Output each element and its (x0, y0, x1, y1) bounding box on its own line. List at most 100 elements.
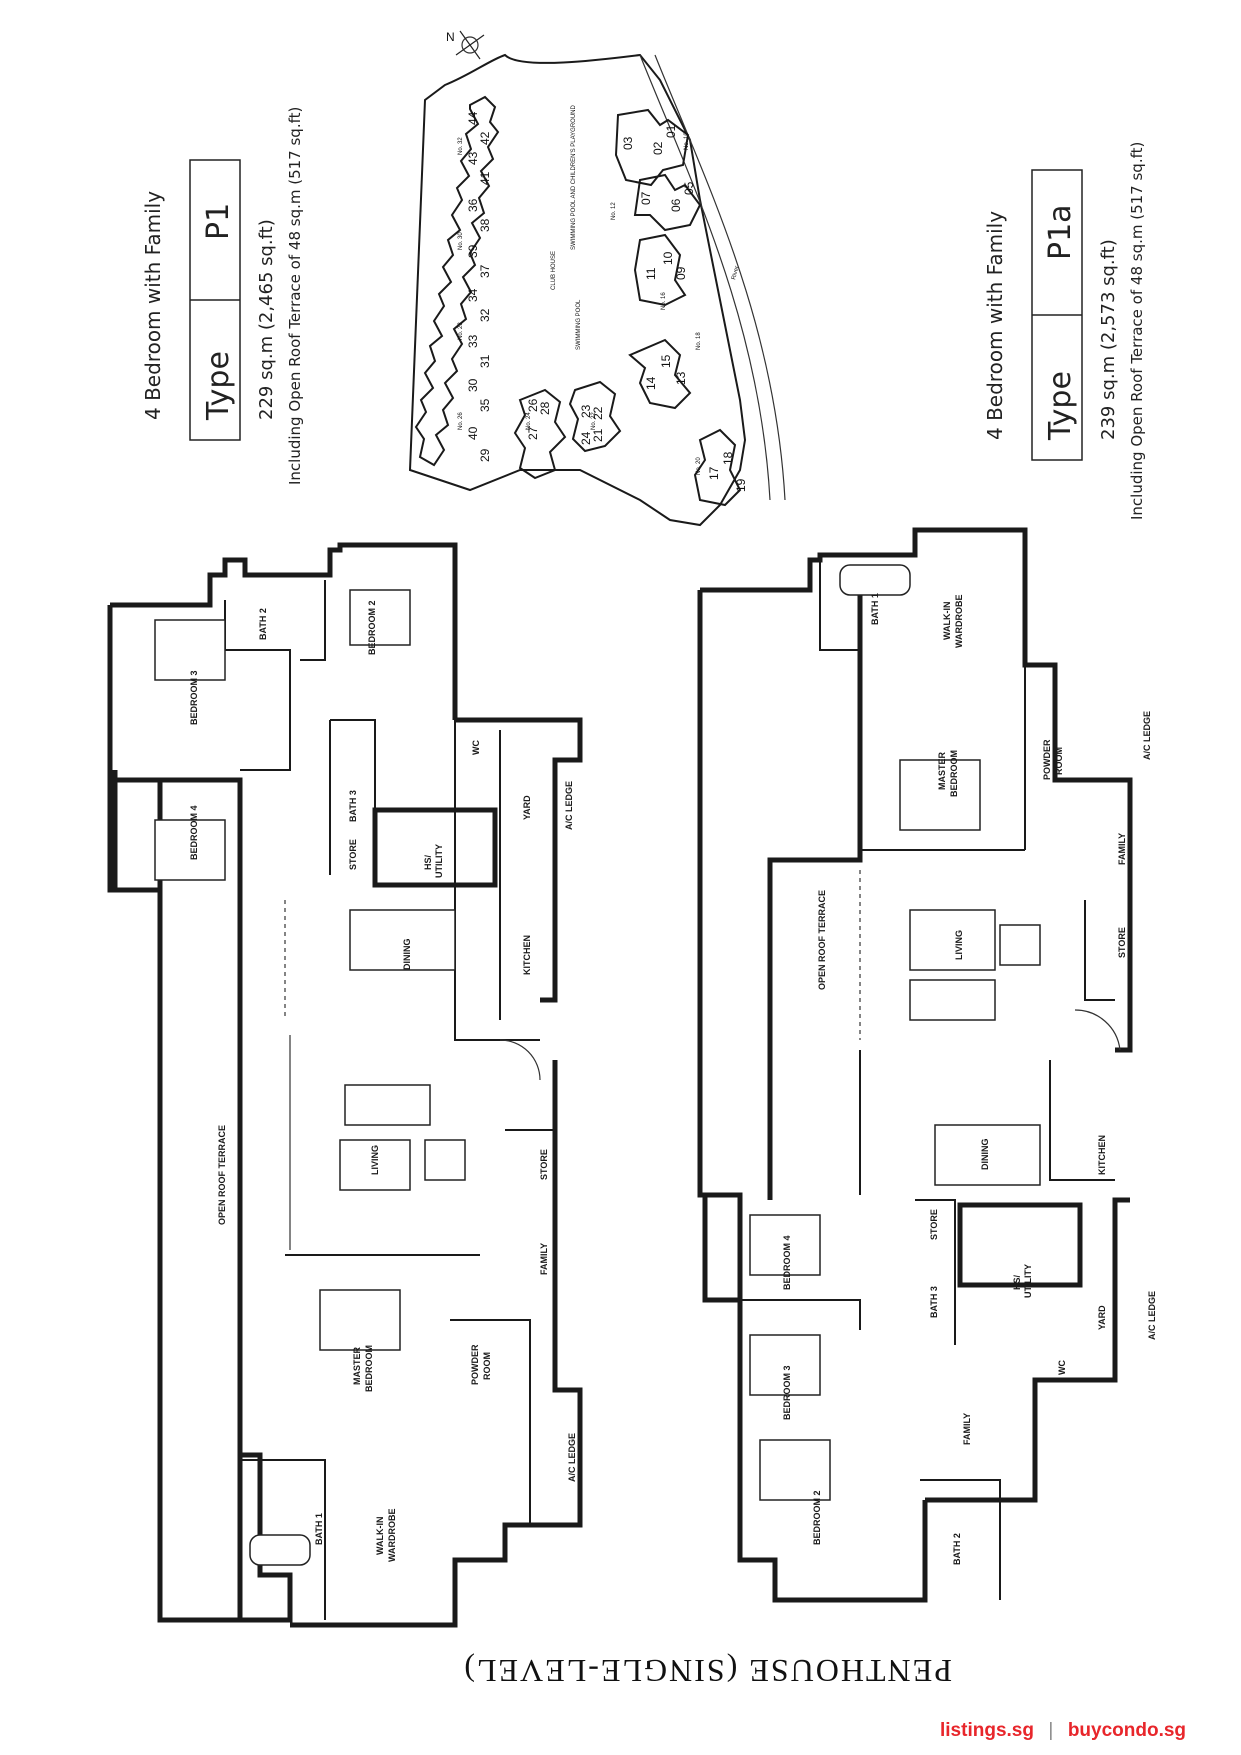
p1a-terrace-note: Including Open Roof Terrace of 48 sq.m (… (1128, 142, 1146, 520)
p1-bed2-wall (300, 580, 326, 661)
svg-text:15: 15 (659, 354, 673, 368)
p1a-type-value: P1a (1043, 204, 1078, 260)
svg-text:33: 33 (466, 334, 480, 348)
p1a-label-yard: YARD (1097, 1305, 1107, 1330)
block-numbers: 44 42 43 41 36 38 39 37 34 32 33 31 30 3… (466, 111, 748, 492)
p1a-label-master-a: MASTER (937, 752, 947, 791)
svg-text:40: 40 (466, 426, 480, 440)
svg-text:11: 11 (644, 267, 658, 280)
p1-bed3-bed (154, 619, 226, 681)
svg-text:19: 19 (734, 478, 748, 492)
p1a-label-powder-a: POWDER (1042, 739, 1052, 780)
svg-text:17: 17 (707, 466, 721, 480)
p1a-label-walkin-a: WALK-IN (942, 602, 952, 641)
p1-terrace-outline (115, 887, 240, 1623)
svg-text:No. 26: No. 26 (458, 412, 464, 430)
river-edge-1 (639, 54, 771, 501)
p1a-top-wall (700, 527, 1028, 593)
p1a-label-walkin-b: WARDROBE (954, 595, 964, 649)
p1a-label-dining: DINING (980, 1139, 990, 1171)
svg-text:23: 23 (579, 404, 593, 418)
svg-text:13: 13 (674, 371, 688, 385)
block-outlines (414, 95, 742, 507)
p1a-right-upper (1022, 555, 1133, 1053)
p1-terrace-note: Including Open Roof Terrace of 48 sq.m (… (286, 107, 304, 485)
p1-bed2-bed (349, 589, 411, 646)
svg-text:02: 02 (651, 141, 665, 155)
p1a-label-bedroom2: BEDROOM 2 (812, 1490, 822, 1545)
plan-p1a: BATH 1 WALK-IN WARDROBE MASTER BEDROOM P… (697, 527, 1157, 1603)
svg-text:18: 18 (721, 451, 735, 465)
p1-label-dining: DINING (402, 939, 412, 971)
p1a-label-living: LIVING (954, 930, 964, 960)
p1a-label-family: FAMILY (1117, 833, 1127, 865)
p1-label-walkin-a: WALK-IN (375, 1517, 385, 1556)
svg-text:42: 42 (478, 131, 492, 145)
p1a-label-bath2: BATH 2 (952, 1533, 962, 1565)
svg-text:38: 38 (478, 218, 492, 232)
p1-entry-door (499, 1039, 541, 1081)
p1a-label-kitchen: KITCHEN (1097, 1135, 1107, 1175)
p1-coffee-table (339, 1139, 411, 1191)
p1-powder-wall (450, 1319, 531, 1525)
p1-heading: 4 Bedroom with Family (141, 191, 165, 420)
p1-type-label: Type (201, 351, 236, 421)
p1a-dining-table (934, 1124, 1041, 1186)
river-label: River (731, 265, 740, 280)
p1a-label-bath3: BATH 3 (929, 1286, 939, 1318)
north-arrow-icon: N (446, 30, 485, 60)
svg-text:10: 10 (661, 251, 675, 265)
p1a-label-bedroom3: BEDROOM 3 (782, 1365, 792, 1420)
svg-text:05: 05 (682, 181, 696, 195)
brand-separator: | (1048, 1720, 1054, 1741)
site-plan: River N 44 42 43 41 36 38 39 37 3 (408, 30, 786, 527)
svg-text:29: 29 (478, 448, 492, 462)
svg-text:No. 28: No. 28 (458, 322, 464, 340)
p1-master-bed (319, 1289, 401, 1351)
svg-text:41: 41 (478, 171, 492, 185)
p1a-bed3-bed (749, 1334, 821, 1396)
p1-label-terrace: OPEN ROOF TERRACE (217, 1125, 227, 1225)
svg-text:31: 31 (478, 354, 492, 368)
p1-label-kitchen: KITCHEN (522, 935, 532, 975)
p1-right-lower (290, 1060, 583, 1628)
svg-text:No. 30: No. 30 (458, 232, 464, 250)
p1-bed4-bed (154, 819, 226, 881)
svg-text:21: 21 (591, 428, 605, 442)
p1-label-bath1: BATH 1 (314, 1513, 324, 1545)
brand-watermark: listings.sg | buycondo.sg (940, 1720, 1240, 1752)
p1-store-wall (505, 1129, 556, 1390)
p1a-label-bath1: BATH 1 (870, 593, 880, 625)
svg-text:32: 32 (478, 308, 492, 322)
p1a-bed-divider (740, 1299, 861, 1330)
p1-label-hs: HS/ (423, 854, 433, 870)
p1-label-master-b: BEDROOM (364, 1345, 374, 1392)
p1-label-bath2: BATH 2 (258, 608, 268, 640)
svg-text:27: 27 (526, 426, 540, 440)
svg-text:No. 22: No. 22 (591, 412, 597, 430)
p1-label-powder-a: POWDER (470, 1344, 480, 1385)
p1-header: 4 Bedroom with Family Type P1 229 sq.m (… (141, 107, 304, 485)
p1-armchair (424, 1139, 466, 1181)
svg-text:No. 20: No. 20 (696, 457, 702, 475)
p1a-label-master-b: BEDROOM (949, 750, 959, 797)
p1-bathtub (249, 1534, 311, 1566)
p1a-sofa (909, 979, 996, 1021)
p1-label-yard: YARD (522, 795, 532, 820)
p1a-label-store: STORE (1117, 927, 1127, 958)
p1-bath1-wall (240, 1459, 326, 1620)
svg-text:No. 18: No. 18 (696, 332, 702, 350)
north-label: N (446, 30, 455, 44)
p1-area: 229 sq.m (2,465 sq.ft) (256, 219, 277, 420)
p1a-label-store2: STORE (929, 1209, 939, 1240)
svg-text:No. 24: No. 24 (526, 412, 532, 430)
p1a-type-label: Type (1043, 371, 1078, 441)
p1-label-master-a: MASTER (352, 1347, 362, 1386)
p1a-utility-box (957, 1202, 1083, 1288)
p1-top-wall (110, 542, 458, 720)
p1-bed3-wall (240, 700, 291, 771)
p1-label-store: STORE (348, 839, 358, 870)
p1a-header: 4 Bedroom with Family Type P1a 239 sq.m … (983, 142, 1146, 520)
plan-p1: BEDROOM 3 BEDROOM 4 BATH 2 BEDROOM 2 BAT… (107, 542, 583, 1628)
